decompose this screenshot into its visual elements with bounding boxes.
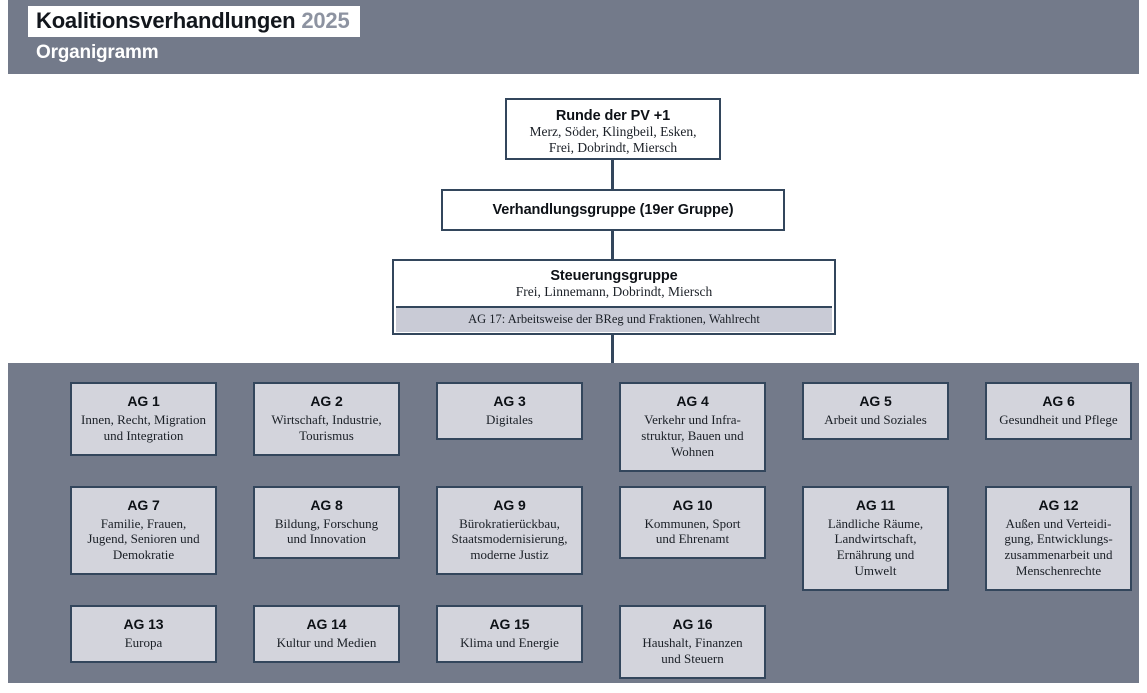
working-group-desc: Klima und Energie xyxy=(460,635,559,651)
connector-verhandlungsgruppe-to-steuerungsgruppe xyxy=(611,231,614,259)
working-group-title: AG 8 xyxy=(310,496,343,513)
working-group-box[interactable]: AG 9 Bürokratierückbau, Staatsmodernisie… xyxy=(436,485,583,576)
working-group-title: AG 2 xyxy=(310,393,343,409)
header-band: Koalitionsverhandlungen 2025 Organigramm xyxy=(8,0,1139,74)
working-group-desc: Bildung, Forschung und Innovation xyxy=(274,515,379,547)
working-group-title: AG 1 xyxy=(127,393,160,409)
working-group-title: AG 5 xyxy=(859,393,892,409)
ag-cell: AG 10 Kommunen, Sport und Ehrenamt xyxy=(619,485,766,560)
ag-cell-empty xyxy=(802,605,949,647)
ag-cell: AG 15 Klima und Energie xyxy=(436,605,583,663)
ag-cell: AG 16 Haushalt, Finanzen und Steuern xyxy=(619,605,766,679)
working-group-box[interactable]: AG 8 Bildung, Forschung und Innovation xyxy=(253,485,400,560)
ag-cell: AG 14 Kultur und Medien xyxy=(253,605,400,663)
working-group-box[interactable]: AG 1 Innen, Recht, Migration und Integra… xyxy=(70,382,217,456)
ag-cell-empty xyxy=(985,605,1132,647)
working-group-title: AG 3 xyxy=(493,393,526,409)
working-group-box[interactable]: AG 7 Familie, Frauen, Jugend, Senioren u… xyxy=(70,485,217,576)
working-group-title: AG 7 xyxy=(127,496,160,513)
working-group-title: AG 12 xyxy=(1038,496,1079,513)
working-group-box[interactable]: AG 6 Gesundheit und Pflege xyxy=(985,382,1132,440)
working-group-title: AG 4 xyxy=(676,393,709,409)
page-title: Koalitionsverhandlungen 2025 xyxy=(28,6,360,37)
working-group-desc: Außen und Verteidi- gung, Entwicklungs- … xyxy=(1004,515,1113,579)
working-group-desc: Kommunen, Sport und Ehrenamt xyxy=(644,515,741,547)
ag-cell: AG 9 Bürokratierückbau, Staatsmodernisie… xyxy=(436,485,583,576)
page-title-main: Koalitionsverhandlungen xyxy=(36,8,296,33)
working-group-title: AG 10 xyxy=(672,496,713,513)
working-group-box[interactable]: AG 16 Haushalt, Finanzen und Steuern xyxy=(619,605,766,679)
working-group-box[interactable]: AG 11 Ländliche Räume, Landwirtschaft, E… xyxy=(802,485,949,592)
working-group-desc: Innen, Recht, Migration und Integration xyxy=(81,412,206,443)
ag-cell: AG 5 Arbeit und Soziales xyxy=(802,382,949,440)
node-steuerungsgruppe-header: Steuerungsgruppe Frei, Linnemann, Dobrin… xyxy=(394,261,834,306)
ag-cell: AG 4 Verkehr und Infra- struktur, Bauen … xyxy=(619,382,766,472)
working-group-box[interactable]: AG 12 Außen und Verteidi- gung, Entwickl… xyxy=(985,485,1132,592)
working-group-box[interactable]: AG 10 Kommunen, Sport und Ehrenamt xyxy=(619,485,766,560)
working-group-desc: Wirtschaft, Industrie, Tourismus xyxy=(271,412,382,443)
working-groups-row-2: AG 7 Familie, Frauen, Jugend, Senioren u… xyxy=(70,485,1132,592)
working-group-title: AG 16 xyxy=(672,616,713,633)
connector-steuerungsgruppe-to-groups xyxy=(611,335,614,364)
ag-cell: AG 2 Wirtschaft, Industrie, Tourismus xyxy=(253,382,400,456)
working-group-box[interactable]: AG 4 Verkehr und Infra- struktur, Bauen … xyxy=(619,382,766,472)
page-title-year: 2025 xyxy=(301,8,350,33)
working-groups-grid: AG 1 Innen, Recht, Migration und Integra… xyxy=(70,382,1132,693)
working-group-title: AG 11 xyxy=(855,496,896,513)
ag-cell: AG 3 Digitales xyxy=(436,382,583,440)
node-runde-der-pv: Runde der PV +1 Merz, Söder, Klingbeil, … xyxy=(505,98,721,160)
node-runde-der-pv-members: Merz, Söder, Klingbeil, Esken, Frei, Dob… xyxy=(529,124,697,155)
node-steuerungsgruppe: Steuerungsgruppe Frei, Linnemann, Dobrin… xyxy=(392,259,836,335)
working-group-desc: Gesundheit und Pflege xyxy=(999,412,1118,427)
ag-cell: AG 11 Ländliche Räume, Landwirtschaft, E… xyxy=(802,485,949,592)
working-group-title: AG 15 xyxy=(489,616,530,633)
node-runde-der-pv-title: Runde der PV +1 xyxy=(555,108,671,124)
working-group-title: AG 14 xyxy=(306,616,347,633)
node-steuerungsgruppe-members: Frei, Linnemann, Dobrindt, Miersch xyxy=(515,284,713,299)
working-group-desc: Ländliche Räume, Landwirtschaft, Ernähru… xyxy=(827,515,924,579)
working-groups-row-1: AG 1 Innen, Recht, Migration und Integra… xyxy=(70,382,1132,472)
working-group-desc: Kultur und Medien xyxy=(276,635,377,651)
ag-cell: AG 12 Außen und Verteidi- gung, Entwickl… xyxy=(985,485,1132,592)
working-group-box[interactable]: AG 13 Europa xyxy=(70,605,217,663)
ag-cell: AG 6 Gesundheit und Pflege xyxy=(985,382,1132,440)
ag-cell: AG 7 Familie, Frauen, Jugend, Senioren u… xyxy=(70,485,217,576)
working-group-desc: Arbeit und Soziales xyxy=(824,412,927,427)
connector-pv-to-verhandlungsgruppe xyxy=(611,160,614,189)
page-subtitle: Organigramm xyxy=(36,42,159,63)
working-group-desc: Familie, Frauen, Jugend, Senioren und De… xyxy=(87,515,200,563)
node-verhandlungsgruppe-title: Verhandlungsgruppe (19er Gruppe) xyxy=(492,202,734,218)
working-group-box[interactable]: AG 3 Digitales xyxy=(436,382,583,440)
working-group-desc: Verkehr und Infra- struktur, Bauen und W… xyxy=(641,412,744,459)
working-group-box[interactable]: AG 14 Kultur und Medien xyxy=(253,605,400,663)
ag-cell: AG 1 Innen, Recht, Migration und Integra… xyxy=(70,382,217,456)
working-group-box[interactable]: AG 2 Wirtschaft, Industrie, Tourismus xyxy=(253,382,400,456)
working-group-desc: Digitales xyxy=(486,412,533,427)
working-group-title: AG 6 xyxy=(1042,393,1075,409)
working-group-title: AG 13 xyxy=(123,616,164,633)
working-groups-row-3: AG 13 Europa AG 14 Kultur und Medien AG … xyxy=(70,605,1080,679)
working-group-title: AG 9 xyxy=(493,496,526,513)
working-group-desc: Haushalt, Finanzen und Steuern xyxy=(642,635,743,666)
working-group-desc: Bürokratierückbau, Staatsmodernisierung,… xyxy=(451,515,568,563)
working-group-box[interactable]: AG 15 Klima und Energie xyxy=(436,605,583,663)
ag-cell: AG 13 Europa xyxy=(70,605,217,663)
node-steuerungsgruppe-title: Steuerungsgruppe xyxy=(550,268,678,284)
node-ag17-bar: AG 17: Arbeitsweise der BReg und Fraktio… xyxy=(396,305,832,332)
working-group-box[interactable]: AG 5 Arbeit und Soziales xyxy=(802,382,949,440)
ag-cell: AG 8 Bildung, Forschung und Innovation xyxy=(253,485,400,560)
working-group-desc: Europa xyxy=(124,635,163,651)
node-verhandlungsgruppe: Verhandlungsgruppe (19er Gruppe) xyxy=(441,189,785,231)
